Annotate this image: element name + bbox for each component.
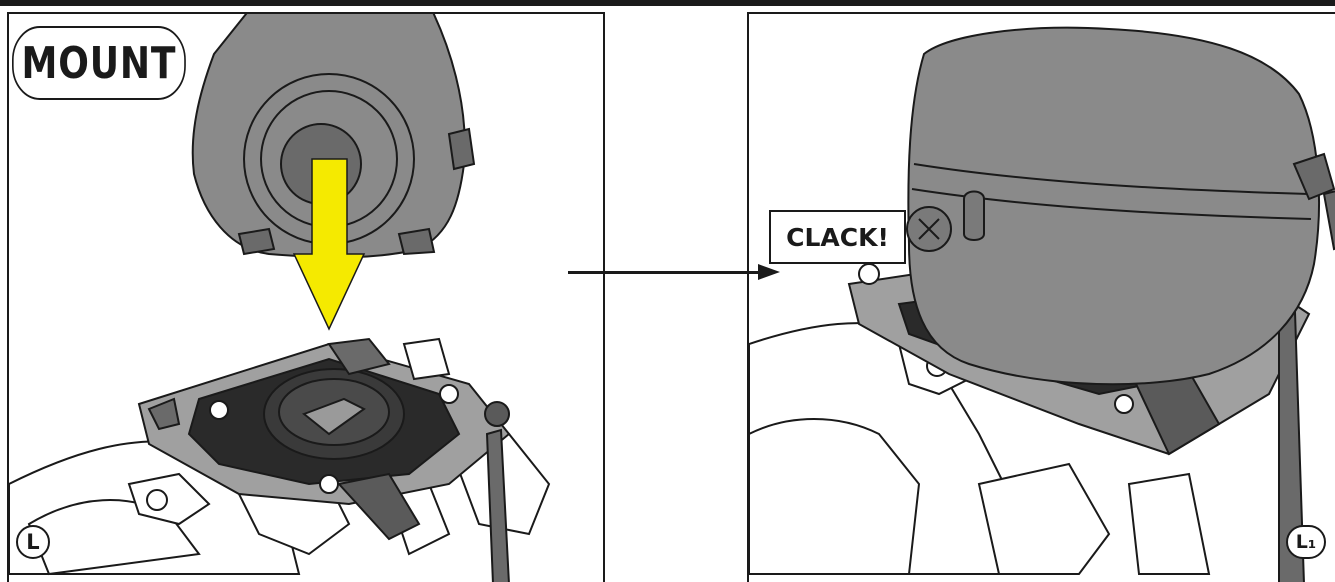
clack-callout: CLACK! — [769, 210, 906, 264]
top-rule — [0, 0, 1335, 6]
right-arrow-icon — [568, 271, 763, 274]
panel-clack-step — [747, 12, 1335, 582]
step-badge-l: L — [16, 525, 50, 559]
step-badge-l1: L₁ — [1286, 525, 1326, 559]
tank-bag — [907, 28, 1335, 385]
mounted-illustration — [749, 14, 1335, 582]
mount-title: MOUNT — [12, 26, 186, 100]
right-arrow-head — [758, 264, 780, 280]
